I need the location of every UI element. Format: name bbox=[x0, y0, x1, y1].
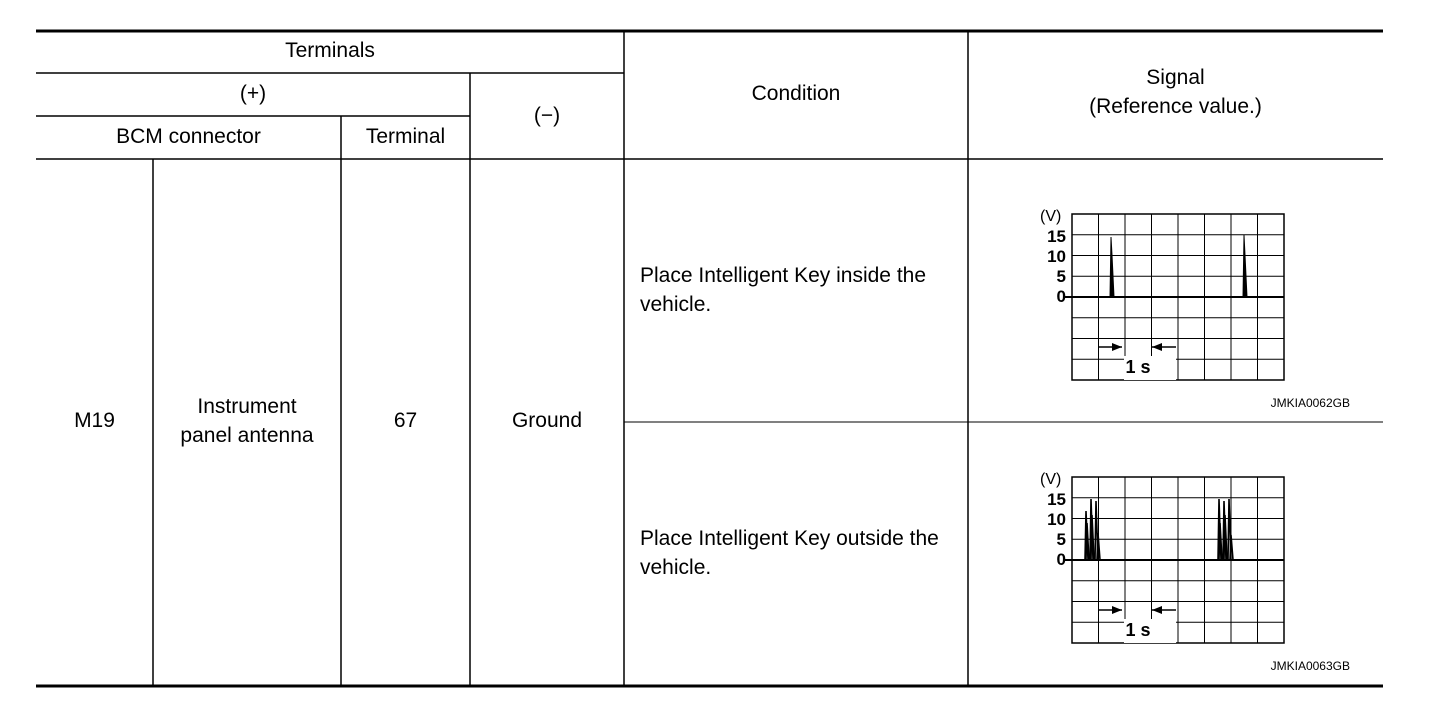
ground-cell: Ground bbox=[511, 409, 583, 432]
description-line-1: Instrument bbox=[197, 395, 297, 418]
header-plus: (+) bbox=[239, 82, 267, 105]
waveform-grid bbox=[1064, 213, 1285, 381]
signal-waveform-inside: (V) 15 10 5 0 1 s JMKIA0062GB bbox=[1040, 208, 1350, 410]
description-line-2: panel antenna bbox=[180, 424, 314, 447]
waveform-grid bbox=[1064, 476, 1285, 644]
pulse-burst-1 bbox=[1084, 498, 1101, 561]
terminal-number-cell: 67 bbox=[393, 409, 418, 432]
pulse-1 bbox=[1109, 236, 1115, 298]
condition-inside: Place Intelligent Key inside the vehicle… bbox=[640, 264, 927, 316]
y-unit-label: (V) bbox=[1040, 471, 1061, 488]
y-tick-0: 0 bbox=[1057, 550, 1066, 569]
header-bcm-connector: BCM connector bbox=[116, 125, 261, 148]
y-tick-15: 15 bbox=[1047, 227, 1066, 246]
y-tick-15: 15 bbox=[1047, 490, 1066, 509]
header-terminals: Terminals bbox=[285, 39, 375, 62]
y-tick-10: 10 bbox=[1047, 510, 1066, 529]
header-condition: Condition bbox=[751, 82, 841, 105]
connector-cell: M19 bbox=[74, 409, 115, 432]
header-signal: Signal bbox=[1146, 66, 1205, 89]
time-scale-label: 1 s bbox=[1125, 620, 1150, 640]
pulse-burst-2 bbox=[1217, 498, 1234, 561]
y-tick-5: 5 bbox=[1057, 267, 1066, 286]
signal-waveform-outside: (V) 15 10 5 0 1 s JMKIA0063GB bbox=[1040, 471, 1350, 673]
y-tick-5: 5 bbox=[1057, 530, 1066, 549]
figure-id: JMKIA0062GB bbox=[1271, 396, 1350, 410]
y-tick-10: 10 bbox=[1047, 247, 1066, 266]
header-minus: (−) bbox=[533, 104, 561, 127]
y-tick-0: 0 bbox=[1057, 287, 1066, 306]
header-signal-reference: (Reference value.) bbox=[1089, 95, 1262, 118]
figure-id: JMKIA0063GB bbox=[1271, 659, 1350, 673]
time-scale-label: 1 s bbox=[1125, 357, 1150, 377]
y-unit-label: (V) bbox=[1040, 208, 1061, 225]
header-terminal: Terminal bbox=[365, 125, 446, 148]
condition-outside: Place Intelligent Key outside the vehicl… bbox=[640, 527, 939, 579]
pulse-2 bbox=[1242, 234, 1248, 298]
